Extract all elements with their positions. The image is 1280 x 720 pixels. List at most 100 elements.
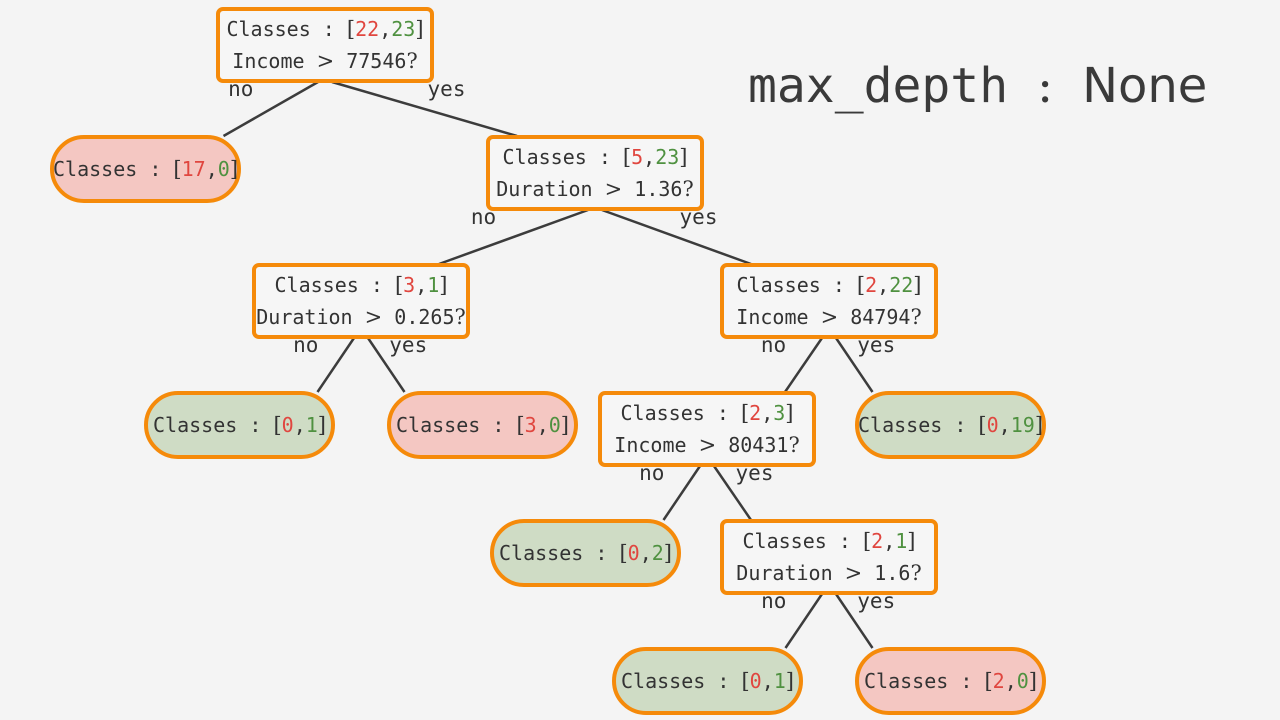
- split-threshold: 1.6: [862, 561, 911, 585]
- bracket: [: [619, 541, 628, 565]
- edge-n4-n7: [783, 337, 824, 393]
- classes-label: Classes :: [274, 273, 395, 297]
- split-condition: Duration > 1.36?: [496, 173, 693, 205]
- split-threshold: 84794: [838, 305, 911, 329]
- class-1-count: 23: [655, 145, 680, 169]
- title-key: max_depth: [748, 58, 1009, 114]
- leaf-node: Classes : [2,0]: [855, 647, 1046, 715]
- class-0-count: 2: [871, 529, 884, 553]
- bracket: ]: [679, 145, 688, 169]
- class-1-count: 22: [889, 273, 914, 297]
- split-operator: >: [844, 561, 863, 585]
- bracket: ]: [663, 541, 672, 565]
- comma: ,: [998, 413, 1011, 437]
- comma: ,: [761, 669, 774, 693]
- question-mark: ?: [454, 305, 466, 329]
- leaf-node: Classes : [0,1]: [612, 647, 803, 715]
- classes-label: Classes :: [153, 413, 274, 437]
- comma: ,: [639, 541, 652, 565]
- classes-line: Classes : [5,23]: [502, 141, 687, 173]
- edge-n0-n1: [222, 80, 319, 138]
- class-0-count: 2: [865, 273, 878, 297]
- edge-label-no: no: [761, 589, 787, 613]
- split-feature: Duration: [256, 305, 365, 329]
- edge-label-no: no: [228, 77, 254, 101]
- classes-label: Classes :: [621, 669, 742, 693]
- class-1-count: 1: [895, 529, 908, 553]
- split-condition: Income > 84794?: [736, 301, 921, 333]
- edge-label-no: no: [639, 461, 665, 485]
- bracket: ]: [785, 401, 794, 425]
- leaf-node: Classes : [3,0]: [387, 391, 578, 459]
- class-1-count: 19: [1010, 413, 1035, 437]
- edge-n3-n6: [366, 337, 406, 393]
- class-1-count: 1: [427, 273, 440, 297]
- edge-n3-n5: [316, 337, 356, 393]
- class-1-count: 0: [1016, 669, 1029, 693]
- class-0-count: 3: [524, 413, 537, 437]
- node-duration-split: Classes : [5,23]Duration > 1.36?: [486, 135, 704, 211]
- bracket: [: [740, 401, 750, 425]
- split-operator: >: [698, 433, 717, 457]
- edge-n0-n2: [331, 80, 518, 138]
- classes-label: Classes :: [396, 413, 517, 437]
- question-mark: ?: [682, 177, 694, 201]
- comma: ,: [761, 401, 774, 425]
- class-0-count: 0: [627, 541, 640, 565]
- bracket: [: [741, 669, 750, 693]
- class-0-count: 2: [992, 669, 1005, 693]
- class-1-count: 0: [548, 413, 561, 437]
- edge-n2-n4: [601, 208, 752, 266]
- edge-label-yes: yes: [857, 333, 896, 357]
- comma: ,: [643, 145, 656, 169]
- bracket: ]: [560, 413, 569, 437]
- node-duration-split: Classes : [3,1]Duration > 0.265?: [252, 263, 470, 339]
- split-feature: Income: [232, 49, 317, 73]
- split-condition: Income > 77546?: [232, 45, 417, 77]
- split-feature: Duration: [496, 177, 605, 201]
- classes-line: Classes : [0,1]: [621, 665, 794, 697]
- edge-n7-n10: [712, 465, 753, 521]
- classes-line: Classes : [3,1]: [275, 269, 448, 301]
- leaf-node: Classes : [0,2]: [490, 519, 681, 587]
- class-1-count: 3: [773, 401, 786, 425]
- edge-label-no: no: [760, 333, 787, 357]
- node-income-split: Classes : [2,3]Income > 80431?: [598, 391, 816, 467]
- class-0-count: 17: [181, 157, 206, 181]
- bracket: [: [984, 669, 993, 693]
- split-operator: >: [604, 177, 623, 201]
- comma: ,: [379, 17, 392, 41]
- class-0-count: 22: [355, 17, 380, 41]
- edge-label-no: no: [293, 333, 319, 357]
- bracket: [: [978, 413, 987, 437]
- comma: ,: [883, 529, 896, 553]
- bracket: ]: [1034, 413, 1044, 437]
- comma: ,: [877, 273, 890, 297]
- question-mark: ?: [910, 305, 922, 329]
- split-operator: >: [820, 305, 839, 329]
- split-condition: Duration > 0.265?: [256, 301, 466, 333]
- leaf-node: Classes : [0,1]: [144, 391, 335, 459]
- split-condition: Duration > 1.6?: [736, 557, 921, 589]
- edge-n7-n9: [662, 465, 702, 521]
- split-operator: >: [364, 305, 383, 329]
- classes-label: Classes :: [226, 17, 347, 41]
- split-feature: Income: [614, 433, 699, 457]
- bracket: ]: [913, 273, 922, 297]
- edge-label-yes: yes: [679, 205, 718, 229]
- edge-label-no: no: [470, 205, 497, 229]
- bracket: [: [856, 273, 866, 297]
- title-separator: :: [1037, 58, 1054, 114]
- question-mark: ?: [910, 561, 922, 585]
- bracket: ]: [317, 413, 326, 437]
- edge-n10-n12: [834, 593, 874, 649]
- classes-line: Classes : [2,22]: [736, 269, 921, 301]
- classes-label: Classes :: [864, 669, 985, 693]
- node-duration-split: Classes : [2,1]Duration > 1.6?: [720, 519, 938, 595]
- split-threshold: 0.265: [382, 305, 455, 329]
- class-0-count: 2: [749, 401, 762, 425]
- split-threshold: 1.36: [622, 177, 683, 201]
- edge-label-yes: yes: [427, 77, 466, 101]
- classes-line: Classes : [22,23]: [226, 13, 423, 45]
